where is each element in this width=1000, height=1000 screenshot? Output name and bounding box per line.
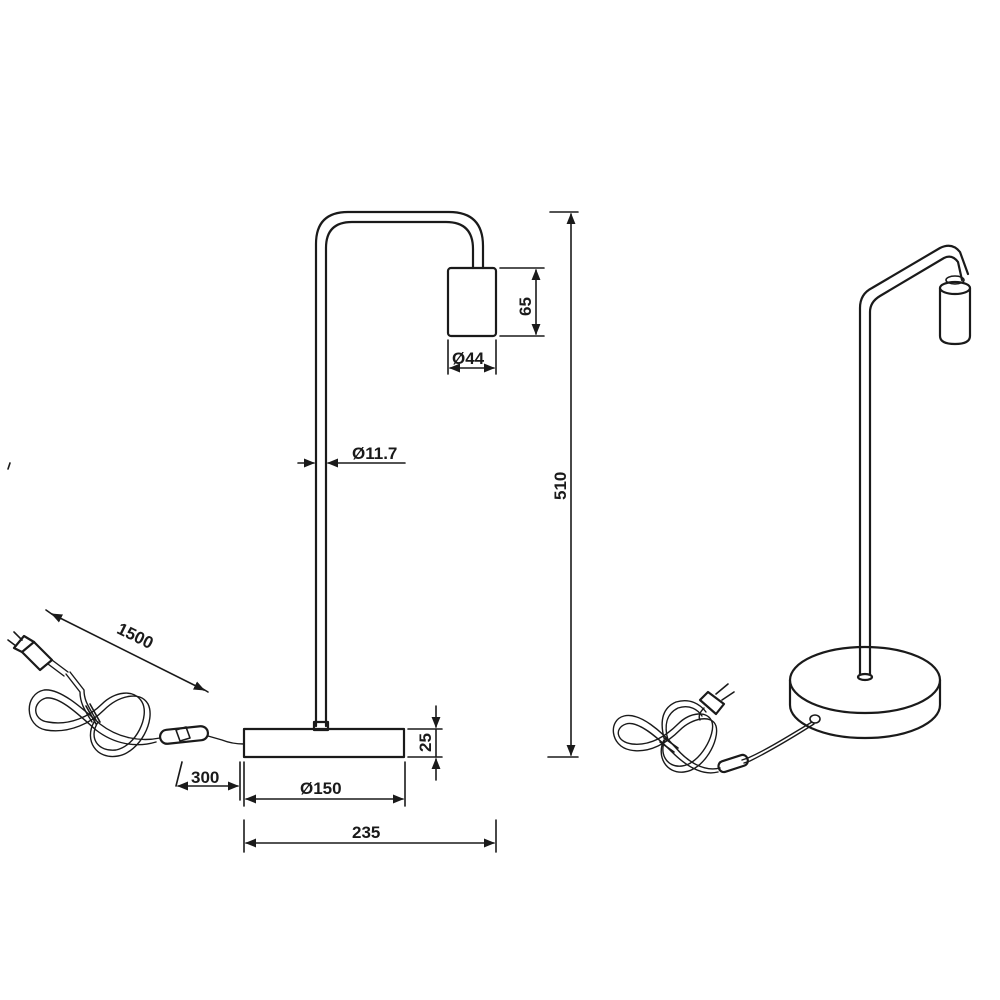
perspective-socket xyxy=(938,275,972,346)
stray-mark xyxy=(7,462,11,470)
dim-total-height: 510 xyxy=(551,472,570,500)
dim-base-height: 25 xyxy=(416,733,435,752)
switch-button xyxy=(175,726,191,742)
lamp-socket xyxy=(446,266,498,338)
perspective-power-cord xyxy=(741,721,813,761)
stem-arm-inner xyxy=(324,220,475,728)
dim-base-diameter: Ø150 xyxy=(300,779,342,798)
stem-arm-outer xyxy=(314,210,485,728)
perspective-power-plug xyxy=(698,683,735,721)
perspective-cord-exit xyxy=(809,714,821,724)
power-plug-front xyxy=(7,631,69,677)
perspective-stem-outer xyxy=(858,244,970,678)
perspective-stem-inner xyxy=(868,255,964,678)
perspective-stem-foot xyxy=(856,672,874,682)
front-view xyxy=(7,210,498,759)
perspective-coiled-cord xyxy=(612,700,721,774)
lamp-base xyxy=(242,727,406,759)
dim-socket-height: 65 xyxy=(516,297,535,316)
dim-total-width: 235 xyxy=(352,823,380,842)
perspective-view xyxy=(612,244,972,774)
dimension-lines: 1500 300 Ø150 235 25 510 Ø11.7 xyxy=(45,211,579,853)
dim-socket-diameter: Ø44 xyxy=(452,349,485,368)
coiled-cord-front xyxy=(28,671,161,758)
power-cord-front xyxy=(207,735,245,745)
dim-switch-distance: 300 xyxy=(191,768,219,787)
dim-stem-diameter: Ø11.7 xyxy=(352,444,397,463)
perspective-base-side xyxy=(788,678,942,740)
